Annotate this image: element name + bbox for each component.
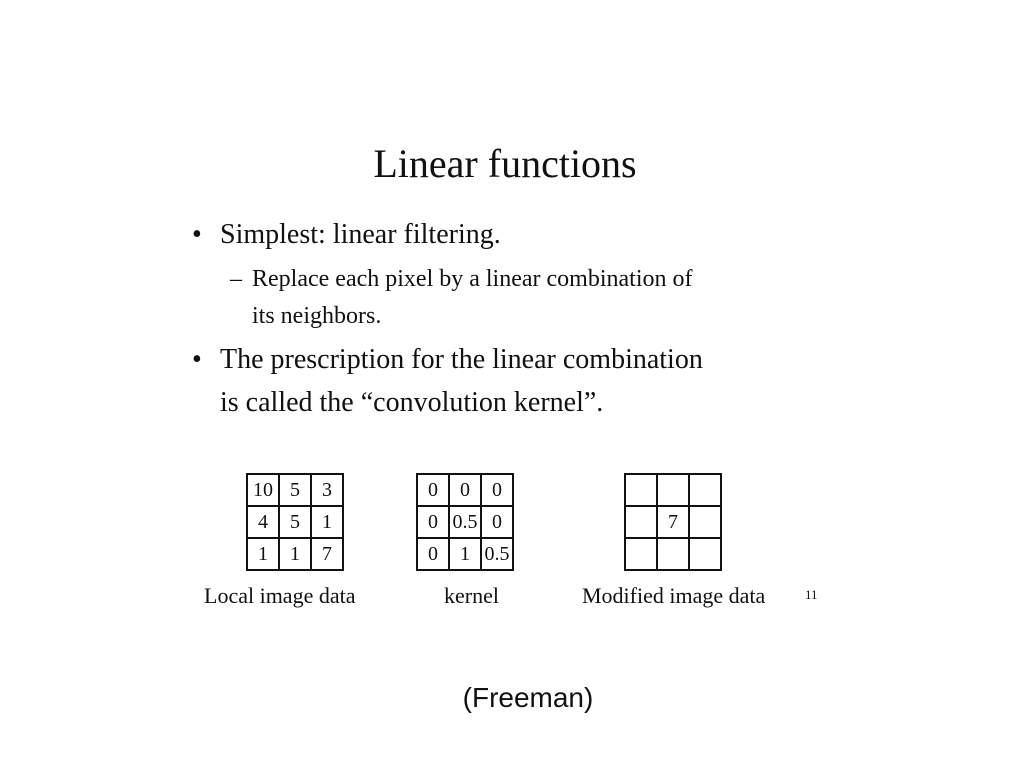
grid-cell: 0 <box>416 537 450 571</box>
grid-cell: 0 <box>448 473 482 507</box>
grid-cell: 7 <box>656 505 690 539</box>
grid-cell <box>624 473 658 507</box>
grid-cell: 1 <box>278 537 312 571</box>
grid-cell <box>688 505 722 539</box>
grid-cell: 1 <box>448 537 482 571</box>
grid-row: 4 5 1 <box>246 505 344 539</box>
bullet-marker: • <box>192 344 202 375</box>
sub-bullet-line-2: its neighbors. <box>252 303 382 329</box>
grid-cell <box>688 537 722 571</box>
modified-image-data-caption: Modified image data <box>582 583 766 608</box>
page-number: 11 <box>805 587 818 602</box>
grid-cell: 0 <box>416 505 450 539</box>
grid-cell: 3 <box>310 473 344 507</box>
kernel-caption: kernel <box>444 583 499 608</box>
bullet-marker: • <box>192 219 202 250</box>
grid-cell: 0.5 <box>480 537 514 571</box>
grid-cell: 10 <box>246 473 280 507</box>
local-image-data-caption: Local image data <box>204 583 356 608</box>
grid-cell: 0 <box>416 473 450 507</box>
grid-cell <box>688 473 722 507</box>
grid-cell <box>656 473 690 507</box>
kernel-grid: 0 0 0 0 0.5 0 0 1 0.5 <box>416 473 514 571</box>
grid-cell: 7 <box>310 537 344 571</box>
sub-bullet-line-1: Replace each pixel by a linear combinati… <box>252 266 693 292</box>
dash-marker: – <box>230 266 242 292</box>
modified-image-data-grid: 7 <box>624 473 722 571</box>
grid-row: 0 0.5 0 <box>416 505 514 539</box>
grid-row: 0 1 0.5 <box>416 537 514 571</box>
grid-cell <box>624 537 658 571</box>
grid-cell: 0 <box>480 473 514 507</box>
grid-cell: 0.5 <box>448 505 482 539</box>
grid-cell: 5 <box>278 505 312 539</box>
grid-cell <box>624 505 658 539</box>
local-image-data-grid: 10 5 3 4 5 1 1 1 7 <box>246 473 344 571</box>
grid-row: 0 0 0 <box>416 473 514 507</box>
grid-cell: 1 <box>246 537 280 571</box>
bullet-text-line-1: The prescription for the linear combinat… <box>220 344 703 375</box>
grid-row <box>624 537 722 571</box>
grid-cell: 1 <box>310 505 344 539</box>
grid-cell: 0 <box>480 505 514 539</box>
grid-row <box>624 473 722 507</box>
grid-row: 1 1 7 <box>246 537 344 571</box>
bullet-text-line-2: is called the “convolution kernel”. <box>220 387 604 418</box>
slide-title: Linear functions <box>373 141 637 186</box>
grid-row: 7 <box>624 505 722 539</box>
grid-cell <box>656 537 690 571</box>
grid-cell: 5 <box>278 473 312 507</box>
bullet-text: Simplest: linear filtering. <box>220 219 501 250</box>
credit-text: (Freeman) <box>462 682 594 713</box>
grid-row: 10 5 3 <box>246 473 344 507</box>
grid-cell: 4 <box>246 505 280 539</box>
